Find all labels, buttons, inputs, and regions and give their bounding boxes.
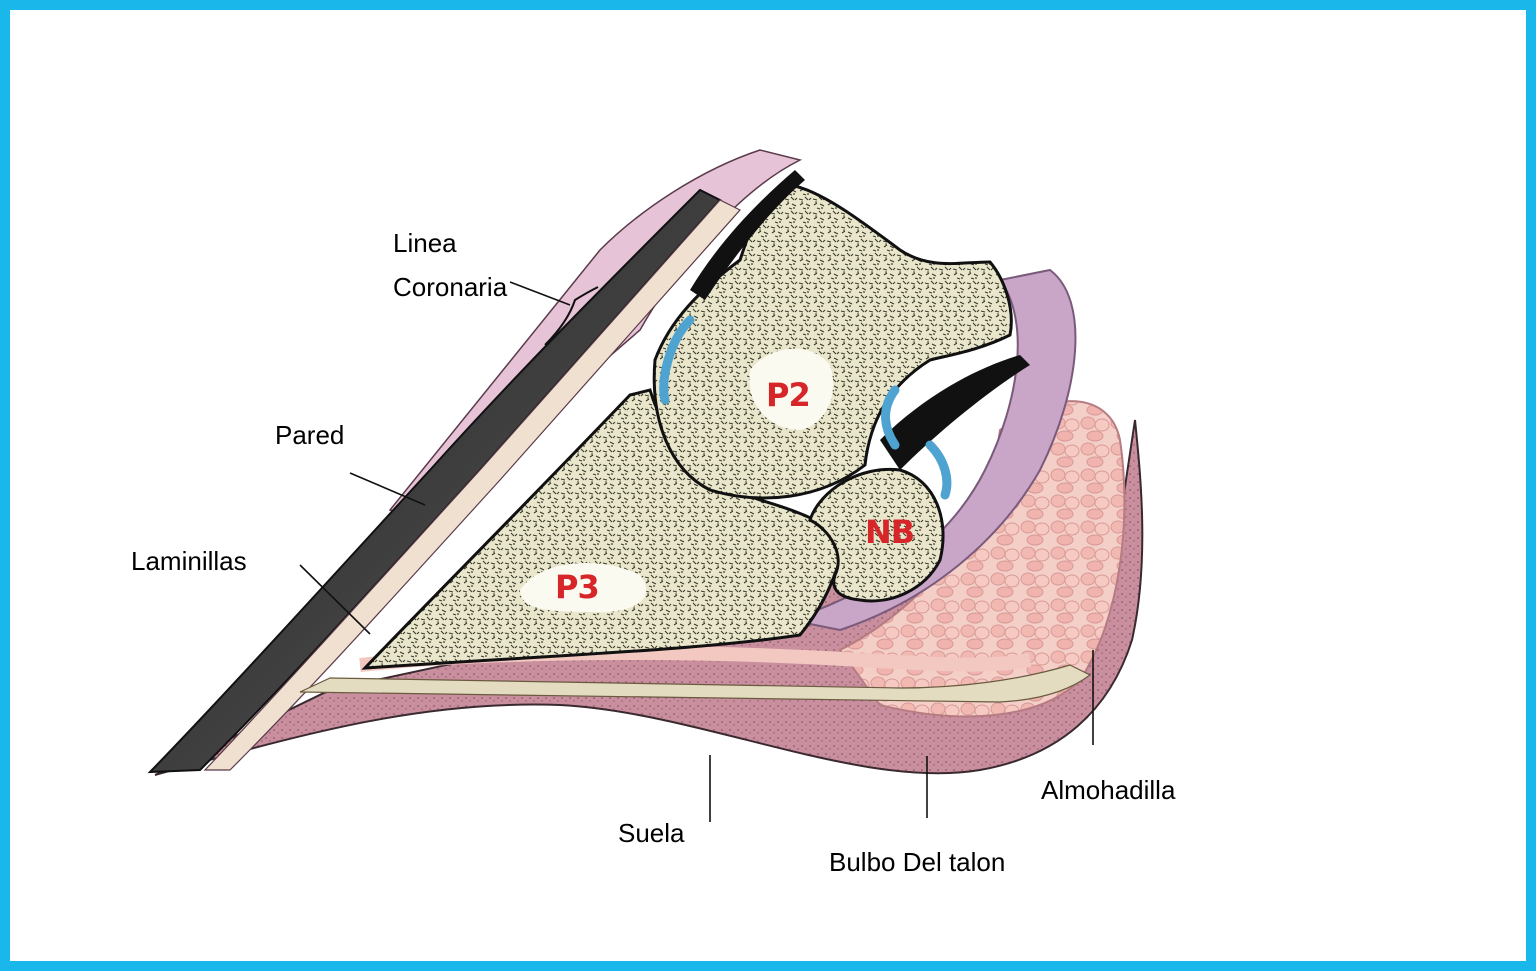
p3-mark: P3 [555, 568, 599, 606]
leader-linea-coronaria [510, 282, 570, 305]
label-linea: Linea [393, 228, 457, 258]
label-laminillas: Laminillas [131, 546, 247, 576]
synovial-mark-2 [886, 390, 895, 445]
label-coronaria: Coronaria [393, 272, 507, 302]
label-almohadilla: Almohadilla [1041, 775, 1175, 805]
p2-mark: P2 [766, 376, 810, 414]
label-suela: Suela [618, 818, 685, 848]
label-bulbo-del-talon: Bulbo Del talon [829, 847, 1005, 877]
synovial-mark-3 [930, 445, 947, 495]
nb-mark: NB [865, 513, 914, 551]
label-pared: Pared [275, 420, 344, 450]
